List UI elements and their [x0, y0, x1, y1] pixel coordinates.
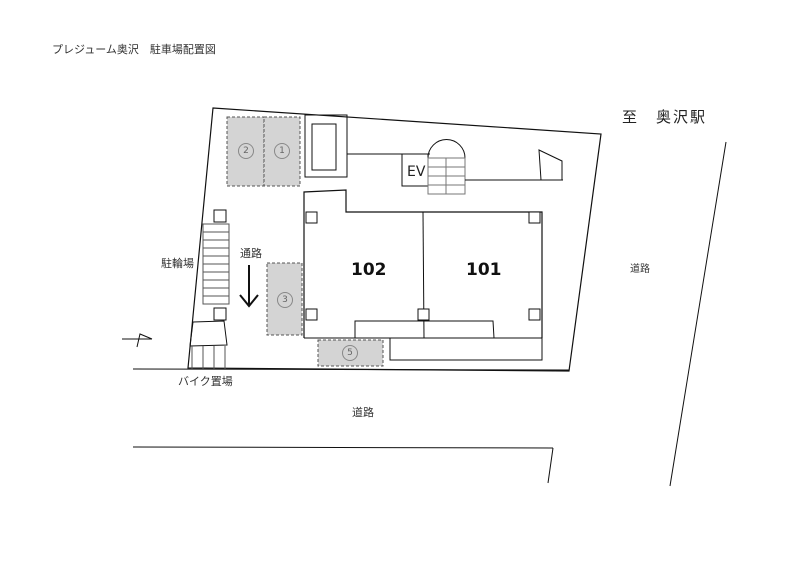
- utility-box: [304, 114, 348, 178]
- road-label-right: 道路: [630, 264, 650, 275]
- passage-arrow-icon: [239, 265, 259, 308]
- unit-101-label: 101: [466, 260, 502, 280]
- road-edge-right: [669, 141, 727, 487]
- direction-label: 至 奥沢駅: [622, 108, 708, 126]
- stair-arch: [427, 139, 466, 159]
- parking-spot-2: 2: [238, 143, 254, 159]
- site-boundary: [187, 107, 602, 372]
- parking-spot-5: 5: [342, 345, 358, 361]
- road-edge-bottom-right: [547, 447, 554, 484]
- bicycle-rack: [202, 223, 230, 305]
- bicycle-parking-label: 駐輪場: [161, 257, 194, 270]
- page-title: プレジューム奥沢 駐車場配置図: [52, 43, 216, 56]
- utility-box-inner: [311, 123, 337, 171]
- road-edge-top: [132, 368, 570, 371]
- north-arrow-icon: [122, 333, 153, 348]
- road-edge-bottom: [132, 446, 554, 449]
- road-label-bottom: 道路: [352, 406, 374, 419]
- elevator-label: EV: [407, 164, 426, 180]
- parking-spot-1: 1: [274, 143, 290, 159]
- small-structure: [538, 149, 563, 181]
- parking-spot-3: 3: [277, 292, 293, 308]
- bike-slots: [191, 346, 226, 369]
- building-outline: [303, 189, 543, 338]
- parking-spot-3-area: [266, 262, 303, 336]
- passage-label: 通路: [240, 247, 262, 260]
- bike-parking-label: バイク置場: [178, 375, 233, 388]
- unit-102-label: 102: [351, 260, 387, 280]
